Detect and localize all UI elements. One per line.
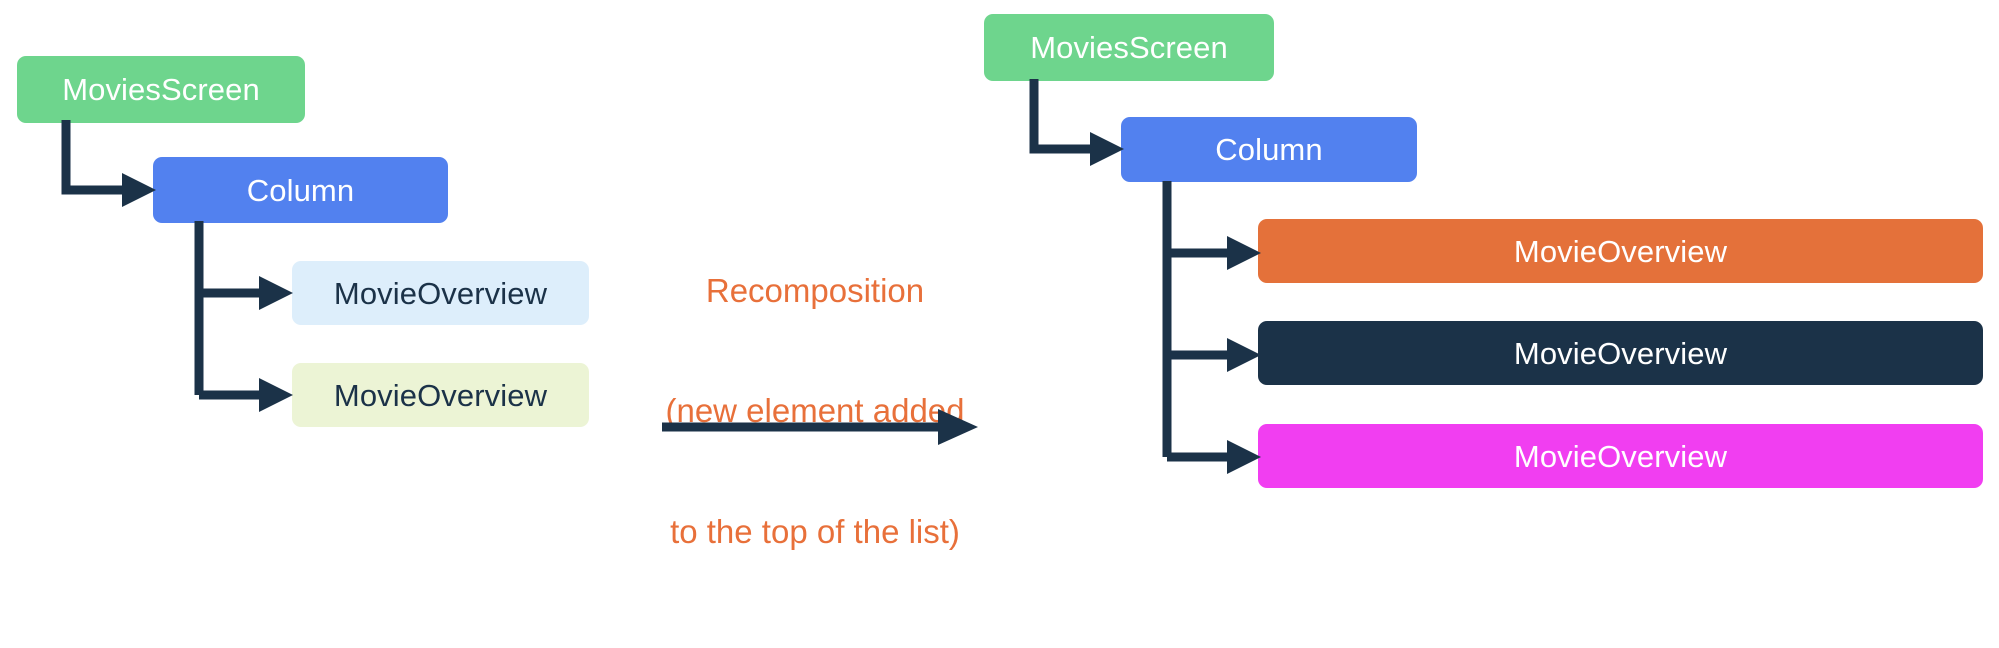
node-movie-overview-new-after: MovieOverview [1258, 219, 1983, 283]
node-movie-overview-2-after: MovieOverview [1258, 424, 1983, 488]
node-label: MovieOverview [1513, 438, 1728, 474]
node-movies-screen-before: MoviesScreen [17, 56, 305, 123]
node-label: MoviesScreen [62, 72, 260, 107]
node-movie-overview-1-before: MovieOverview [292, 261, 589, 325]
node-movie-overview-1-after: MovieOverview [1258, 321, 1983, 385]
node-movie-overview-2-before: MovieOverview [292, 363, 589, 427]
transition-label-line-2: (new element added [665, 392, 965, 430]
node-movies-screen-after: MoviesScreen [984, 14, 1274, 81]
node-label: MovieOverview [333, 275, 548, 311]
transition-label-line-1: Recomposition [705, 271, 925, 309]
node-label: Column [246, 172, 355, 208]
node-column-after: Column [1121, 117, 1417, 182]
transition-label: Recomposition (new element added to the … [650, 190, 980, 633]
node-label: Column [1215, 132, 1323, 167]
node-label: MovieOverview [1513, 233, 1728, 269]
node-label: MovieOverview [1513, 335, 1728, 371]
node-column-before: Column [153, 157, 448, 223]
transition-label-line-3: to the top of the list) [670, 513, 960, 550]
node-label: MovieOverview [333, 377, 548, 413]
node-label: MoviesScreen [1030, 30, 1228, 65]
